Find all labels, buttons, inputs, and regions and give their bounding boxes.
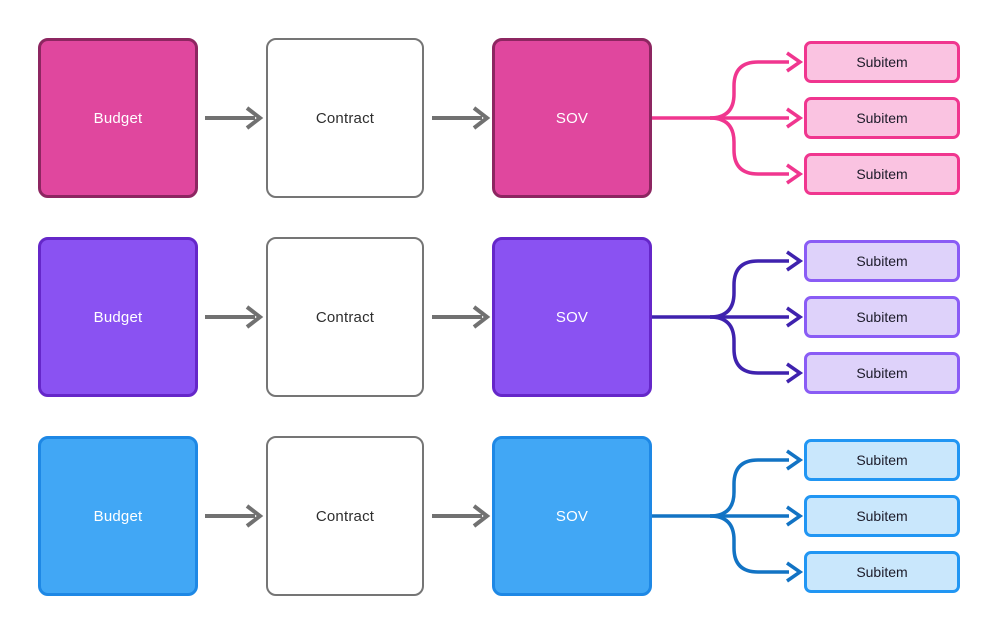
subitem-label: Subitem — [856, 309, 908, 325]
arrowhead-icon — [786, 505, 804, 527]
arrowhead-icon — [786, 51, 804, 73]
subitem-node: Subitem — [804, 296, 960, 338]
contract-node: Contract — [266, 38, 424, 198]
arrowhead-icon — [245, 106, 264, 130]
arrowhead-icon — [786, 362, 804, 384]
subitem-label: Subitem — [856, 452, 908, 468]
sov-label: SOV — [555, 507, 589, 525]
sov-node: SOV — [492, 38, 652, 198]
arrow-contract-to-sov — [432, 504, 491, 528]
contract-node: Contract — [266, 237, 424, 397]
sov-label: SOV — [555, 109, 589, 127]
subitem-node: Subitem — [804, 551, 960, 593]
sov-label: SOV — [555, 308, 589, 326]
arrowhead-icon — [245, 504, 264, 528]
arrowhead-icon — [245, 305, 264, 329]
arrowhead-icon — [472, 106, 491, 130]
subitem-label: Subitem — [856, 253, 908, 269]
budget-node: Budget — [38, 38, 198, 198]
contract-label: Contract — [315, 308, 375, 326]
branch-connector-top — [709, 250, 804, 319]
arrow-budget-to-contract — [205, 504, 264, 528]
subitem-node: Subitem — [804, 41, 960, 83]
subitem-node: Subitem — [804, 240, 960, 282]
subitem-label: Subitem — [856, 508, 908, 524]
contract-label: Contract — [315, 507, 375, 525]
arrow-contract-to-sov — [432, 106, 491, 130]
subitem-node: Subitem — [804, 495, 960, 537]
flow-row-blue: Budget Contract SOV Subitem Subitem Subi… — [0, 436, 1000, 596]
budget-label: Budget — [93, 507, 143, 525]
row-connectors — [205, 449, 804, 583]
subitem-node: Subitem — [804, 352, 960, 394]
subitem-node: Subitem — [804, 97, 960, 139]
arrow-budget-to-contract — [205, 305, 264, 329]
subitem-label: Subitem — [856, 365, 908, 381]
budget-label: Budget — [93, 109, 143, 127]
arrowhead-icon — [786, 107, 804, 129]
branch-connector-top — [709, 449, 804, 518]
arrow-budget-to-contract — [205, 106, 264, 130]
flow-row-purple: Budget Contract SOV Subitem Subitem Subi… — [0, 237, 1000, 397]
subitem-label: Subitem — [856, 166, 908, 182]
sov-node: SOV — [492, 237, 652, 397]
row-connectors — [205, 51, 804, 185]
arrow-contract-to-sov — [432, 305, 491, 329]
flow-row-pink: Budget Contract SOV Subitem Subitem Subi… — [0, 38, 1000, 198]
arrowhead-icon — [786, 561, 804, 583]
arrowhead-icon — [786, 306, 804, 328]
subitem-node: Subitem — [804, 439, 960, 481]
branch-connector-bottom — [709, 315, 804, 384]
branch-connector-bottom — [709, 116, 804, 185]
subitem-label: Subitem — [856, 110, 908, 126]
arrowhead-icon — [786, 449, 804, 471]
sov-node: SOV — [492, 436, 652, 596]
contract-label: Contract — [315, 109, 375, 127]
budget-node: Budget — [38, 436, 198, 596]
branch-connector-bottom — [709, 514, 804, 583]
arrowhead-icon — [786, 250, 804, 272]
arrowhead-icon — [472, 305, 491, 329]
budget-node: Budget — [38, 237, 198, 397]
arrowhead-icon — [786, 163, 804, 185]
subitem-label: Subitem — [856, 564, 908, 580]
subitem-node: Subitem — [804, 153, 960, 195]
subitem-label: Subitem — [856, 54, 908, 70]
row-connectors — [205, 250, 804, 384]
branch-connector-top — [709, 51, 804, 120]
budget-label: Budget — [93, 308, 143, 326]
arrowhead-icon — [472, 504, 491, 528]
contract-node: Contract — [266, 436, 424, 596]
